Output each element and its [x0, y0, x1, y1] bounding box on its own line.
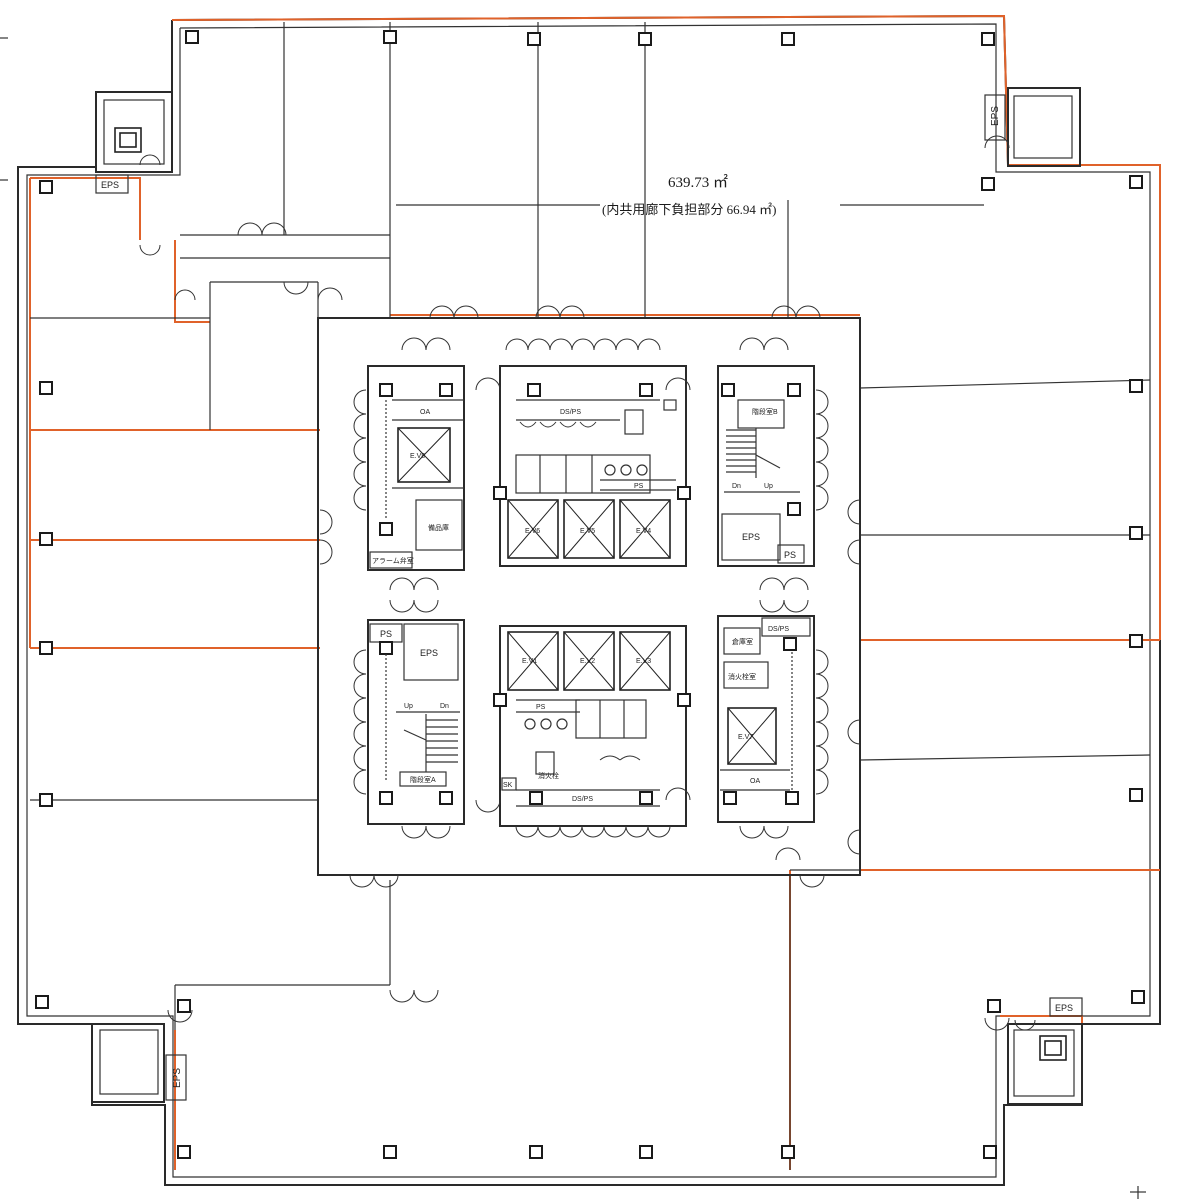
ev1-label: E.V1 — [522, 658, 537, 665]
ps-label-core-bottom-left: PS — [380, 629, 392, 639]
stair-a-up: Up — [404, 703, 413, 710]
oa-label-bottom: OA — [750, 778, 760, 785]
stair-b-treads — [726, 428, 781, 478]
eps-label-top-right: EPS — [990, 106, 1001, 126]
ev2-label: E.V2 — [580, 658, 595, 665]
stair-b-dn: Dn — [732, 483, 741, 490]
ev8-label: E.V8 — [410, 453, 425, 460]
eps-label-bottom-left: EPS — [172, 1068, 183, 1088]
ev5-label: E.V5 — [580, 528, 595, 535]
stair-b-label: 階段室B — [752, 407, 778, 416]
stair-a-dn: Dn — [440, 703, 449, 710]
common-corridor-area: (内共用廊下負担部分 66.94 ㎡) — [602, 202, 776, 217]
area-annotation: 639.73 ㎡ (内共用廊下負担部分 66.94 ㎡) — [396, 174, 984, 217]
core-bottom-center: E.V1 E.V2 E.V3 PS 消火栓 SK DS/PS — [493, 625, 691, 827]
oa-label-top: OA — [420, 409, 430, 416]
partitions — [30, 22, 1151, 1170]
ds-ps-label-bottom-right: DS/PS — [768, 626, 789, 633]
core-top-left: OA E.V8 備品庫 アラーム弁室 — [367, 365, 465, 571]
ds-ps-label-bottom: DS/PS — [572, 796, 593, 803]
door-swings — [139, 135, 1036, 1031]
eps-labels: EPS EPS EPS EPS — [95, 94, 1083, 1101]
core-top-center: DS/PS PS E.V6 E.V5 E.V4 — [493, 365, 691, 567]
core-bottom-left: PS EPS Up Dn 階段室A — [367, 619, 465, 825]
alarm-valve-label: アラーム弁室 — [372, 556, 414, 565]
ev4-label: E.V4 — [636, 528, 651, 535]
eps-label-top-left: EPS — [101, 180, 119, 190]
ps-label-bottom-center: PS — [536, 704, 546, 711]
eps-label-core-bottom: EPS — [420, 648, 438, 658]
stair-a-treads — [403, 714, 458, 772]
ev7-label: E.V7 — [738, 734, 753, 741]
storage-label: 備品庫 — [428, 523, 449, 532]
stair-b-up: Up — [764, 483, 773, 490]
corner-boxes — [91, 87, 1083, 1105]
eps-label-core-top: EPS — [742, 532, 760, 542]
edge-marks — [0, 37, 1146, 1199]
fire-hydrant-label: 消火栓 — [538, 771, 559, 780]
columns — [35, 30, 1145, 1159]
core-bottom-right: DS/PS 倉庫室 消火栓室 E.V7 OA — [717, 615, 815, 823]
eps-label-bottom-right: EPS — [1055, 1003, 1073, 1013]
core-top-right: 階段室B Dn Up EPS PS — [717, 365, 815, 567]
sk-label: SK — [503, 782, 513, 789]
ps-label-top-center: PS — [634, 483, 644, 490]
ds-ps-label-top: DS/PS — [560, 409, 581, 416]
ev6-label: E.V6 — [525, 528, 540, 535]
floor-area: 639.73 ㎡ — [668, 174, 728, 191]
sprinkler-label: 消火栓室 — [728, 672, 756, 681]
ev3-label: E.V3 — [636, 658, 651, 665]
stair-a-label: 階段室A — [410, 775, 436, 784]
pantry-label: 倉庫室 — [732, 637, 753, 646]
ps-label-core-top-right: PS — [784, 550, 796, 560]
